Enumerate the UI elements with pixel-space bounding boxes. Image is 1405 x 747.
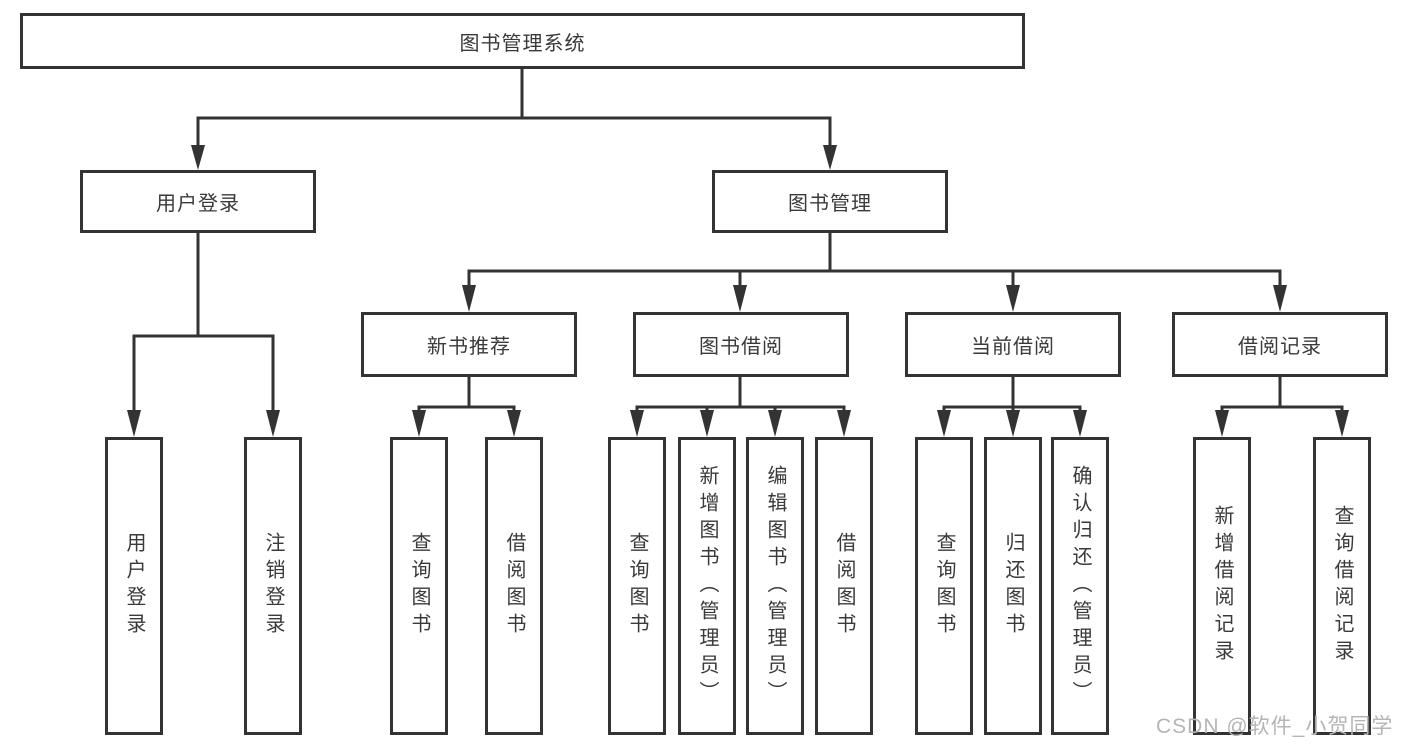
leaf-add-borrow-record: 新增借阅记录 — [1193, 437, 1251, 735]
node-current-borrow: 当前借阅 — [905, 312, 1121, 377]
node-new-book-recommend: 新书推荐 — [361, 312, 577, 377]
connector-book-management-split — [462, 231, 1287, 312]
arrowhead-icon — [700, 410, 714, 437]
node-label: 用户登录 — [156, 193, 240, 215]
leaf-logout: 注销登录 — [244, 437, 302, 735]
arrowhead-icon — [937, 410, 951, 437]
node-label: 确认归还（管理员） — [1069, 464, 1091, 708]
node-label: 借阅图书 — [833, 532, 855, 640]
connector-book-borrow-split — [630, 375, 851, 437]
connector-user-login-split — [127, 231, 280, 437]
node-label: 查询图书 — [408, 532, 430, 640]
node-label: 查询图书 — [933, 532, 955, 640]
arrowhead-icon — [1215, 410, 1229, 437]
arrowhead-icon — [630, 410, 644, 437]
arrowhead-icon — [1006, 285, 1020, 312]
node-label: 查询借阅记录 — [1331, 505, 1353, 667]
node-label: 当前借阅 — [971, 336, 1055, 358]
node-label: 注销登录 — [262, 532, 284, 640]
node-label: 查询图书 — [626, 532, 648, 640]
leaf-borrow-books-recommend: 借阅图书 — [485, 437, 543, 735]
node-label: 借阅图书 — [503, 532, 525, 640]
connector-new-book-split — [412, 375, 521, 437]
node-label: 新书推荐 — [427, 336, 511, 358]
arrowhead-icon — [823, 145, 837, 170]
arrowhead-icon — [462, 285, 476, 312]
leaf-query-books-recommend: 查询图书 — [390, 437, 448, 735]
node-user-login: 用户登录 — [80, 170, 316, 233]
arrowhead-icon — [412, 410, 426, 437]
arrowhead-icon — [1006, 410, 1020, 437]
leaf-borrow-books: 借阅图书 — [815, 437, 873, 735]
leaf-user-login: 用户登录 — [105, 437, 163, 735]
node-label: 用户登录 — [123, 532, 145, 640]
node-label: 新增图书（管理员） — [696, 464, 718, 708]
arrowhead-icon — [733, 285, 747, 312]
node-book-borrow: 图书借阅 — [633, 312, 849, 377]
node-root-system: 图书管理系统 — [20, 13, 1025, 69]
node-label: 图书管理系统 — [459, 32, 586, 55]
leaf-add-book-admin: 新增图书（管理员） — [678, 437, 736, 735]
leaf-query-borrow-record: 查询借阅记录 — [1313, 437, 1371, 735]
node-label: 新增借阅记录 — [1211, 505, 1233, 667]
arrowhead-icon — [1335, 410, 1349, 437]
node-label: 归还图书 — [1002, 532, 1024, 640]
arrowhead-icon — [507, 410, 521, 437]
arrowhead-icon — [191, 145, 205, 170]
node-label: 借阅记录 — [1238, 336, 1322, 358]
leaf-edit-book-admin: 编辑图书（管理员） — [746, 437, 804, 735]
node-book-management: 图书管理 — [712, 170, 948, 233]
connector-borrow-records-split — [1215, 375, 1349, 437]
node-label: 编辑图书（管理员） — [764, 464, 786, 708]
csdn-watermark: CSDN @软件_小贺同学 — [1156, 715, 1394, 738]
arrowhead-icon — [127, 410, 141, 437]
node-label: 图书借阅 — [699, 336, 783, 358]
node-borrow-records: 借阅记录 — [1172, 312, 1388, 377]
connector-root-split — [191, 67, 837, 170]
arrowhead-icon — [768, 410, 782, 437]
arrowhead-icon — [837, 410, 851, 437]
leaf-query-books-borrow: 查询图书 — [608, 437, 666, 735]
connector-current-borrow-split — [937, 375, 1087, 437]
arrowhead-icon — [1073, 410, 1087, 437]
arrowhead-icon — [1273, 285, 1287, 312]
leaf-return-book: 归还图书 — [984, 437, 1042, 735]
node-label: 图书管理 — [788, 193, 872, 215]
arrowhead-icon — [266, 410, 280, 437]
leaf-confirm-return-admin: 确认归还（管理员） — [1051, 437, 1109, 735]
leaf-query-books-current: 查询图书 — [915, 437, 973, 735]
